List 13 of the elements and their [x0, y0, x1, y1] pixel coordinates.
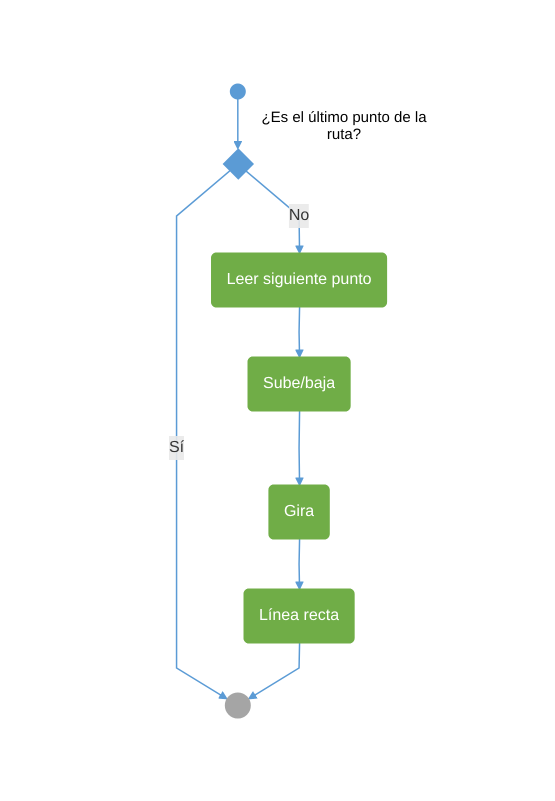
arrow: [245, 170, 304, 254]
question-text: ¿Es el último punto de la ruta?: [260, 108, 428, 142]
arrow: [294, 538, 304, 590]
node-diamond: [222, 148, 254, 180]
arrow: [294, 306, 304, 358]
node-circle: [230, 83, 246, 99]
node-circle: [224, 692, 251, 718]
edge-label: Sí: [168, 438, 184, 456]
edge-label: No: [288, 206, 310, 224]
arrow: [248, 642, 300, 699]
arrow: [294, 410, 304, 486]
arrow: [176, 170, 230, 699]
arrow: [233, 98, 242, 149]
